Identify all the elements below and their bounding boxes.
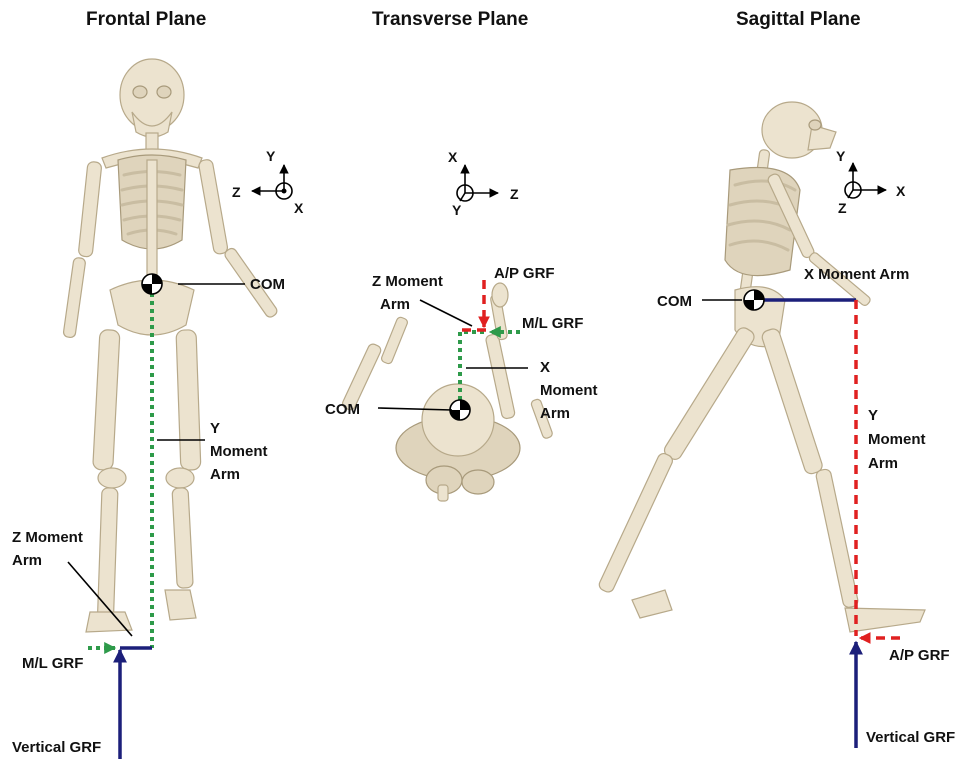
transverse-x-arm-label-2: Moment <box>540 382 598 399</box>
axis-z-label: Z <box>510 186 519 202</box>
frontal-com-symbol <box>142 274 162 294</box>
frontal-y-arm-label-2: Moment <box>210 443 268 460</box>
axis-y-label: Y <box>266 148 276 164</box>
sagittal-title: Sagittal Plane <box>736 9 861 30</box>
sagittal-axes: Y X Z <box>836 148 906 216</box>
frontal-axes: Y Z X <box>232 148 304 216</box>
frontal-com-label: COM <box>250 276 285 293</box>
sagittal-y-arm-label-1: Y <box>868 407 878 424</box>
transverse-com-label: COM <box>325 401 360 418</box>
sagittal-panel: Sagittal Plane <box>597 9 955 748</box>
transverse-title: Transverse Plane <box>372 9 528 30</box>
sagittal-ap-grf-label: A/P GRF <box>889 647 950 664</box>
frontal-vertical-grf-label: Vertical GRF <box>12 739 101 756</box>
sagittal-com-symbol <box>744 290 764 310</box>
frontal-panel: Frontal Plane <box>12 9 304 759</box>
frontal-title: Frontal Plane <box>86 9 206 30</box>
sagittal-com-label: COM <box>657 293 692 310</box>
transverse-ml-grf-label: M/L GRF <box>522 315 583 332</box>
transverse-z-arm-label-2: Arm <box>380 296 410 313</box>
transverse-ap-grf-label: A/P GRF <box>494 265 555 282</box>
axis-z-label: Z <box>232 184 241 200</box>
frontal-y-arm-label-3: Arm <box>210 466 240 483</box>
frontal-y-arm-label-1: Y <box>210 420 220 437</box>
transverse-x-arm-label-3: Arm <box>540 405 570 422</box>
sagittal-skeleton <box>597 102 925 632</box>
transverse-axes: X Z Y <box>448 149 519 218</box>
frontal-skeleton <box>63 59 279 632</box>
sagittal-x-arm-label: X Moment Arm <box>804 266 909 283</box>
transverse-z-arm-leader <box>420 300 472 326</box>
frontal-z-arm-label-1: Z Moment <box>12 529 83 546</box>
sagittal-vertical-grf-label: Vertical GRF <box>866 729 955 746</box>
axis-x-label: X <box>896 183 906 199</box>
sagittal-y-arm-label-3: Arm <box>868 455 898 472</box>
sagittal-y-arm-label-2: Moment <box>868 431 926 448</box>
transverse-x-arm-label-1: X <box>540 359 550 376</box>
axis-y-label: Y <box>836 148 846 164</box>
axis-y-label: Y <box>452 202 462 218</box>
frontal-z-arm-label-2: Arm <box>12 552 42 569</box>
frontal-ml-grf-label: M/L GRF <box>22 655 83 672</box>
transverse-com-symbol <box>450 400 470 420</box>
transverse-panel: Transverse Plane X Z Y <box>325 9 598 501</box>
transverse-z-arm-label-1: Z Moment <box>372 273 443 290</box>
axis-x-label: X <box>448 149 458 165</box>
axis-x-label: X <box>294 200 304 216</box>
axis-z-label: Z <box>838 200 847 216</box>
